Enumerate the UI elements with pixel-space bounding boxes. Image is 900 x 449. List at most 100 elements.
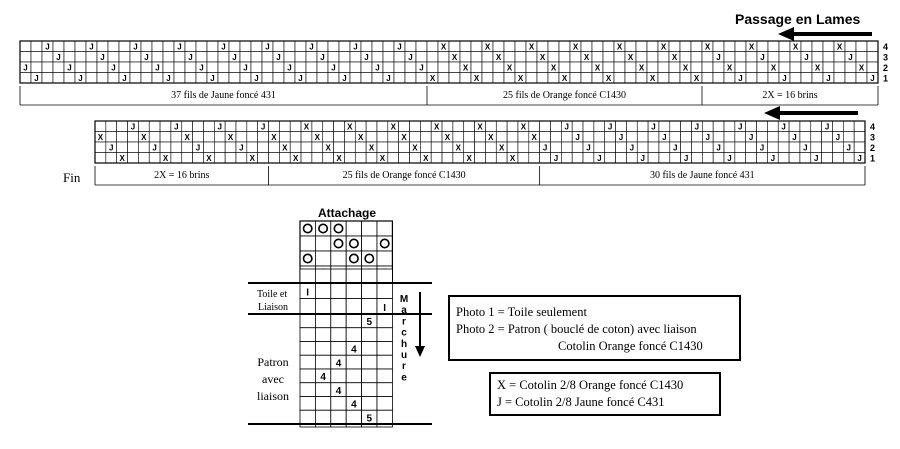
grid-cell — [441, 141, 454, 153]
grid-cell — [833, 61, 846, 73]
grid-cell — [492, 72, 505, 84]
grid-cell — [420, 120, 432, 132]
thread-mark: J — [771, 154, 775, 163]
tieup-cell — [345, 220, 363, 237]
grid-cell — [289, 131, 302, 143]
grid-cell — [558, 61, 571, 73]
grid-cell — [371, 72, 384, 84]
grid-cell — [235, 152, 248, 164]
thread-mark: J — [56, 53, 60, 62]
treadling-cell — [299, 298, 316, 315]
thread-mark: X — [694, 74, 700, 83]
grid-cell — [127, 152, 139, 164]
grid-cell — [702, 141, 714, 153]
thread-mark: X — [401, 133, 407, 142]
grid-cell — [393, 51, 406, 63]
grid-cell — [279, 120, 291, 132]
thread-mark: X — [380, 154, 386, 163]
grid-cell — [316, 72, 329, 84]
grid-cell — [459, 40, 472, 52]
grid-cell — [354, 120, 367, 132]
grid-cell — [734, 61, 747, 73]
thread-mark: X — [485, 42, 491, 51]
grid-cell — [441, 120, 454, 132]
grid-cell — [437, 61, 450, 73]
grid-cell — [173, 61, 186, 73]
grid-cell — [569, 72, 582, 84]
grid-cell — [96, 40, 109, 52]
grid-cell — [712, 152, 725, 164]
treadle-mark: 4 — [351, 345, 357, 356]
grid-cell — [268, 120, 280, 132]
thread-mark: J — [386, 74, 390, 83]
grid-cell — [420, 141, 432, 153]
grid-cell — [690, 61, 703, 73]
grid-cell — [170, 152, 183, 164]
thread-mark: X — [705, 42, 711, 51]
grid-cell — [669, 152, 681, 164]
grid-cell — [404, 61, 417, 73]
grid-cell — [41, 61, 54, 73]
grid-cell — [283, 40, 296, 52]
grid-cell — [767, 131, 779, 143]
grid-cell — [668, 40, 681, 52]
grid-cell — [63, 51, 76, 63]
grid-cell — [810, 131, 822, 143]
treadle-mark: 4 — [336, 358, 342, 369]
tieup-cell — [299, 250, 316, 267]
tieup-cell — [345, 235, 363, 252]
treadling-cell — [376, 327, 393, 342]
grid-cell — [387, 141, 399, 153]
grid-cell — [657, 61, 670, 73]
grid-cell — [151, 72, 164, 84]
treadle-mark: 5 — [367, 317, 373, 328]
thread-mark: X — [228, 133, 234, 142]
thread-mark: J — [408, 53, 412, 62]
grid-cell — [855, 40, 868, 52]
grid-cell — [844, 61, 857, 73]
grid-cell — [173, 51, 186, 63]
thread-mark: J — [630, 143, 634, 152]
grid-cell — [382, 61, 395, 73]
treadling-cell — [345, 298, 363, 315]
treadling-cell — [314, 341, 332, 356]
photo-note-3: Cotolin Orange foncé C1430 — [558, 339, 703, 353]
grid-cell — [452, 131, 465, 143]
direction-arrow-top — [778, 27, 872, 41]
tieup-tie — [318, 223, 329, 234]
grid-cell — [580, 61, 593, 73]
grid-cell — [459, 51, 472, 63]
thread-mark: J — [309, 42, 313, 51]
grid-cell — [514, 51, 527, 63]
tieup-cell — [314, 250, 332, 267]
thread-mark: J — [651, 122, 655, 131]
grid-cell — [702, 152, 714, 164]
grid-cell — [474, 141, 486, 153]
thread-mark: X — [369, 143, 375, 152]
grid-cell — [833, 51, 846, 63]
grid-cell — [430, 141, 443, 153]
grid-cell — [602, 51, 615, 63]
grid-cell — [485, 141, 497, 153]
grid-cell — [213, 141, 226, 153]
grid-cell — [582, 152, 595, 164]
grid-cell — [866, 40, 879, 52]
thread-mark: J — [109, 143, 113, 152]
grid-cell — [338, 61, 351, 73]
grid-cell — [239, 40, 252, 52]
treadling-cell — [361, 282, 378, 299]
grid-cell — [613, 61, 626, 73]
grid-cell — [712, 61, 725, 73]
grid-cell — [404, 40, 417, 52]
grid-cell — [118, 40, 131, 52]
segment-label-2x-16-b: 2X = 16 brins — [154, 170, 209, 181]
thread-mark: X — [639, 63, 645, 72]
grid-cell — [311, 141, 324, 153]
grid-cell — [866, 51, 879, 63]
grid-cell — [788, 120, 801, 132]
grid-cell — [159, 120, 172, 132]
grid-cell — [789, 72, 802, 84]
shaft-number: 3 — [883, 52, 888, 62]
thread-mark: X — [672, 53, 678, 62]
tieup-cell — [299, 220, 316, 237]
